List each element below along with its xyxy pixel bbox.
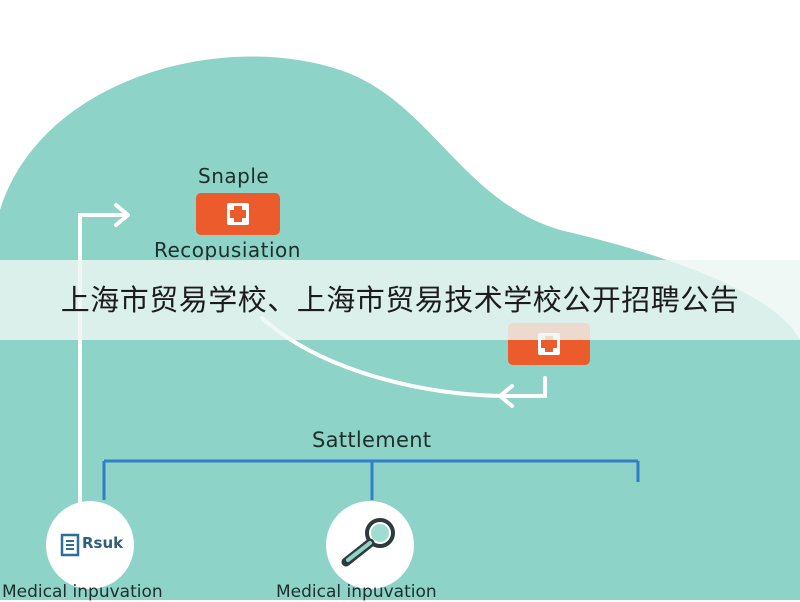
bottom-left-badge bbox=[46, 501, 134, 589]
branch-label: Sattlement bbox=[312, 428, 432, 452]
bottom-left-label: Medical inpuvation bbox=[2, 582, 163, 602]
curved-connector-arrowhead bbox=[498, 384, 514, 408]
branch-bracket bbox=[102, 459, 640, 500]
top-node-label: Snaple bbox=[198, 164, 270, 188]
top-plus-node bbox=[196, 193, 280, 235]
title-banner bbox=[0, 260, 800, 340]
top-node-caption: Recopusiation bbox=[154, 238, 301, 262]
bottom-center-label: Medical inpuvation bbox=[276, 582, 437, 602]
document-icon bbox=[60, 533, 80, 557]
left-connector-arrowhead bbox=[114, 203, 130, 227]
banner-title: 上海市贸易学校、上海市贸易技术学校公开招聘公告 bbox=[60, 283, 740, 317]
left-connector-line bbox=[78, 213, 127, 547]
bottom-center-badge bbox=[326, 501, 414, 589]
magnifier-icon bbox=[341, 518, 395, 567]
badge-label: Rsuk bbox=[82, 534, 124, 552]
